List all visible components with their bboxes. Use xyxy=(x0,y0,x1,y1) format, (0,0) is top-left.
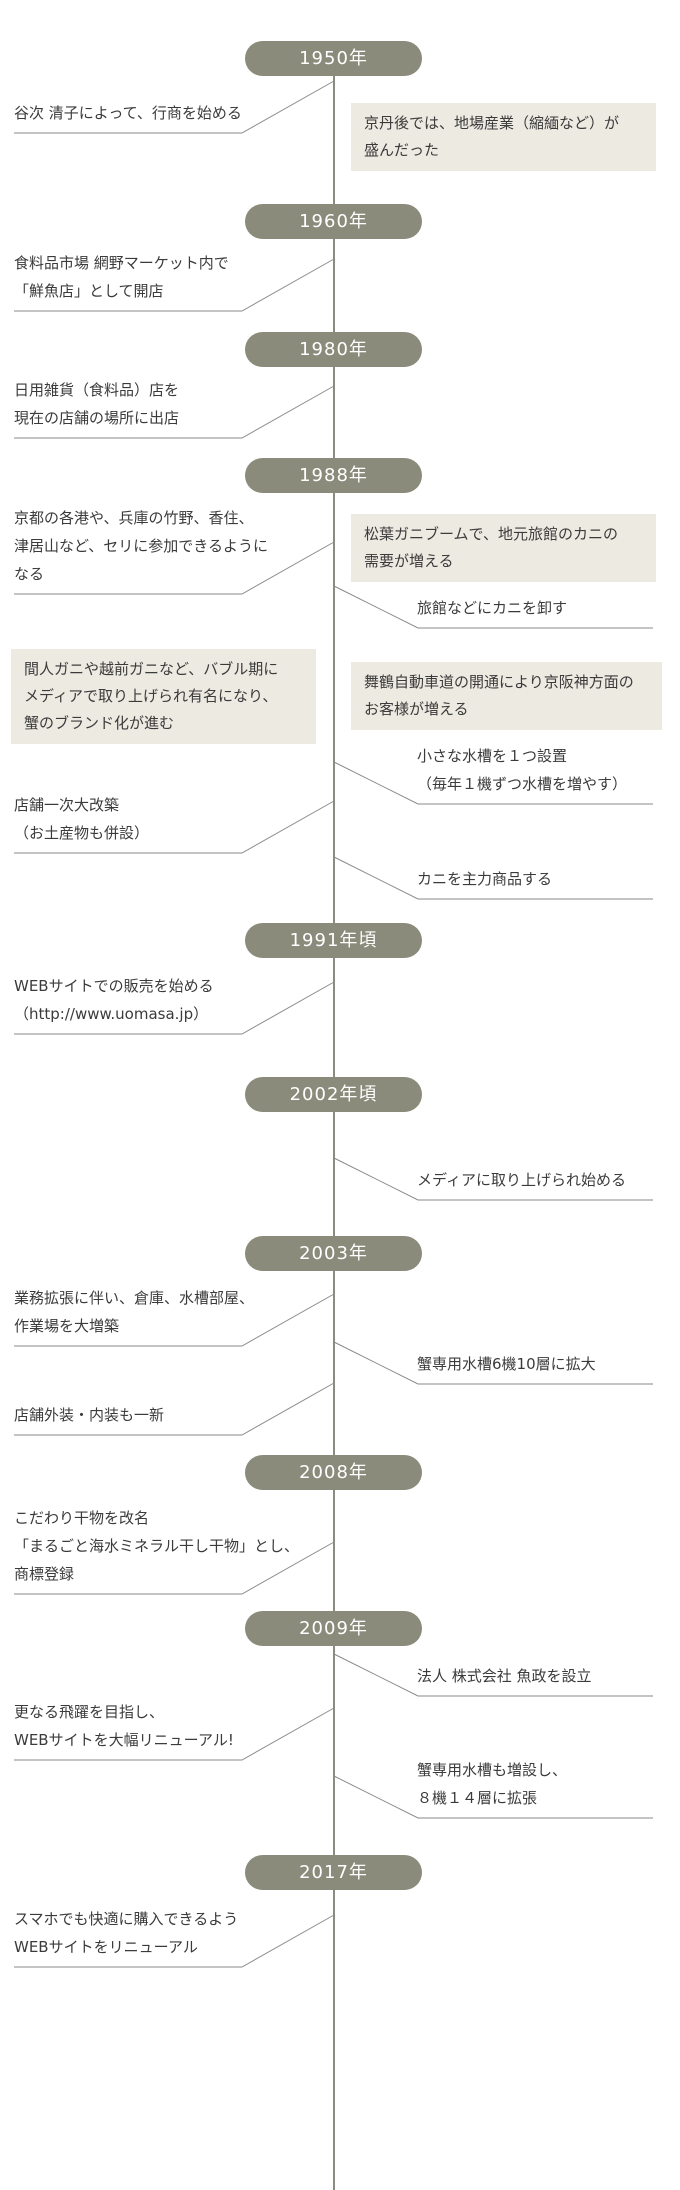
event-smartphone-web-renewal: スマホでも快適に購入できるよう WEBサイトをリニューアル xyxy=(14,1910,239,1956)
year-badge-2003: 2003年 xyxy=(245,1236,422,1271)
event-start-peddling: 谷次 清子によって、行商を始める xyxy=(14,104,242,122)
note-maizuru-expressway: 舞鶴自動車道の開通により京阪神方面の お客様が増える xyxy=(351,662,662,730)
connector-line xyxy=(333,1653,653,1697)
event-crab-main-product: カニを主力商品する xyxy=(417,870,553,888)
connector-line xyxy=(14,981,335,1035)
connector-line xyxy=(14,385,335,439)
event-wholesale-crab-to-inns: 旅館などにカニを卸す xyxy=(417,599,568,617)
year-badge-2009: 2009年 xyxy=(245,1611,422,1646)
connector-line xyxy=(14,1707,335,1761)
event-join-fish-auctions: 京都の各港や、兵庫の竹野、香住、 津居山など、セリに参加できるように なる xyxy=(14,509,268,583)
connector-line xyxy=(333,761,653,805)
event-incorporate-company: 法人 株式会社 魚政を設立 xyxy=(417,1667,592,1685)
connector-line xyxy=(333,1157,653,1201)
year-badge-1960: 1960年 xyxy=(245,204,422,239)
event-install-first-tank: 小さな水槽を１つ設置 （毎年１機ずつ水槽を増やす） xyxy=(417,747,628,793)
connector-line xyxy=(14,1914,335,1968)
connector-line xyxy=(333,856,653,900)
year-badge-1988: 1988年 xyxy=(245,458,422,493)
event-store-interior-renewal: 店舗外装・内装も一新 xyxy=(14,1406,165,1424)
event-start-web-sales: WEBサイトでの販売を始める （http://www.uomasa.jp） xyxy=(14,977,214,1023)
event-store-first-renovation: 店舗一次大改築 （お土産物も併設） xyxy=(14,796,150,842)
year-badge-2008: 2008年 xyxy=(245,1455,422,1490)
year-badge-2017: 2017年 xyxy=(245,1855,422,1890)
note-matsuba-crab-boom: 松葉ガニブームで、地元旅館のカニの 需要が増える xyxy=(351,514,656,582)
connector-line xyxy=(14,258,335,312)
year-badge-1991: 1991年頃 xyxy=(245,923,422,958)
event-open-grocery-store: 日用雑貨（食料品）店を 現在の店舗の場所に出店 xyxy=(14,381,180,427)
connector-line xyxy=(14,541,335,595)
connector-line xyxy=(333,1341,653,1385)
connector-line xyxy=(333,1775,653,1819)
event-dried-fish-trademark: こだわり干物を改名 「まるごと海水ミネラル干し干物」とし、 商標登録 xyxy=(14,1509,300,1583)
event-crab-tanks-8-14: 蟹専用水槽も増設し、 ８機１４層に拡張 xyxy=(417,1761,568,1807)
year-badge-1980: 1980年 xyxy=(245,332,422,367)
connector-line xyxy=(14,800,335,854)
connector-line xyxy=(333,585,653,629)
note-crab-brand-media: 間人ガニや越前ガニなど、バブル期に メディアで取り上げられ有名になり、 蟹のブラ… xyxy=(11,649,316,744)
note-kyotango-local-industry: 京丹後では、地場産業（縮緬など）が 盛んだった xyxy=(351,103,656,171)
connector-line xyxy=(14,1541,335,1595)
year-badge-1950: 1950年 xyxy=(245,41,422,76)
connector-line xyxy=(14,1382,335,1436)
event-media-coverage: メディアに取り上げられ始める xyxy=(417,1171,626,1189)
event-crab-tanks-6-10: 蟹専用水槽6機10層に拡大 xyxy=(417,1355,596,1373)
event-open-fresh-fish-shop: 食料品市場 網野マーケット内で 「鮮魚店」として開店 xyxy=(14,254,229,300)
year-badge-2002: 2002年頃 xyxy=(245,1077,422,1112)
event-expand-warehouse: 業務拡張に伴い、倉庫、水槽部屋、 作業場を大増築 xyxy=(14,1289,255,1335)
event-major-web-renewal: 更なる飛躍を目指し、 WEBサイトを大幅リニューアル! xyxy=(14,1703,234,1749)
connector-line xyxy=(14,1293,335,1347)
connector-line xyxy=(14,80,335,134)
